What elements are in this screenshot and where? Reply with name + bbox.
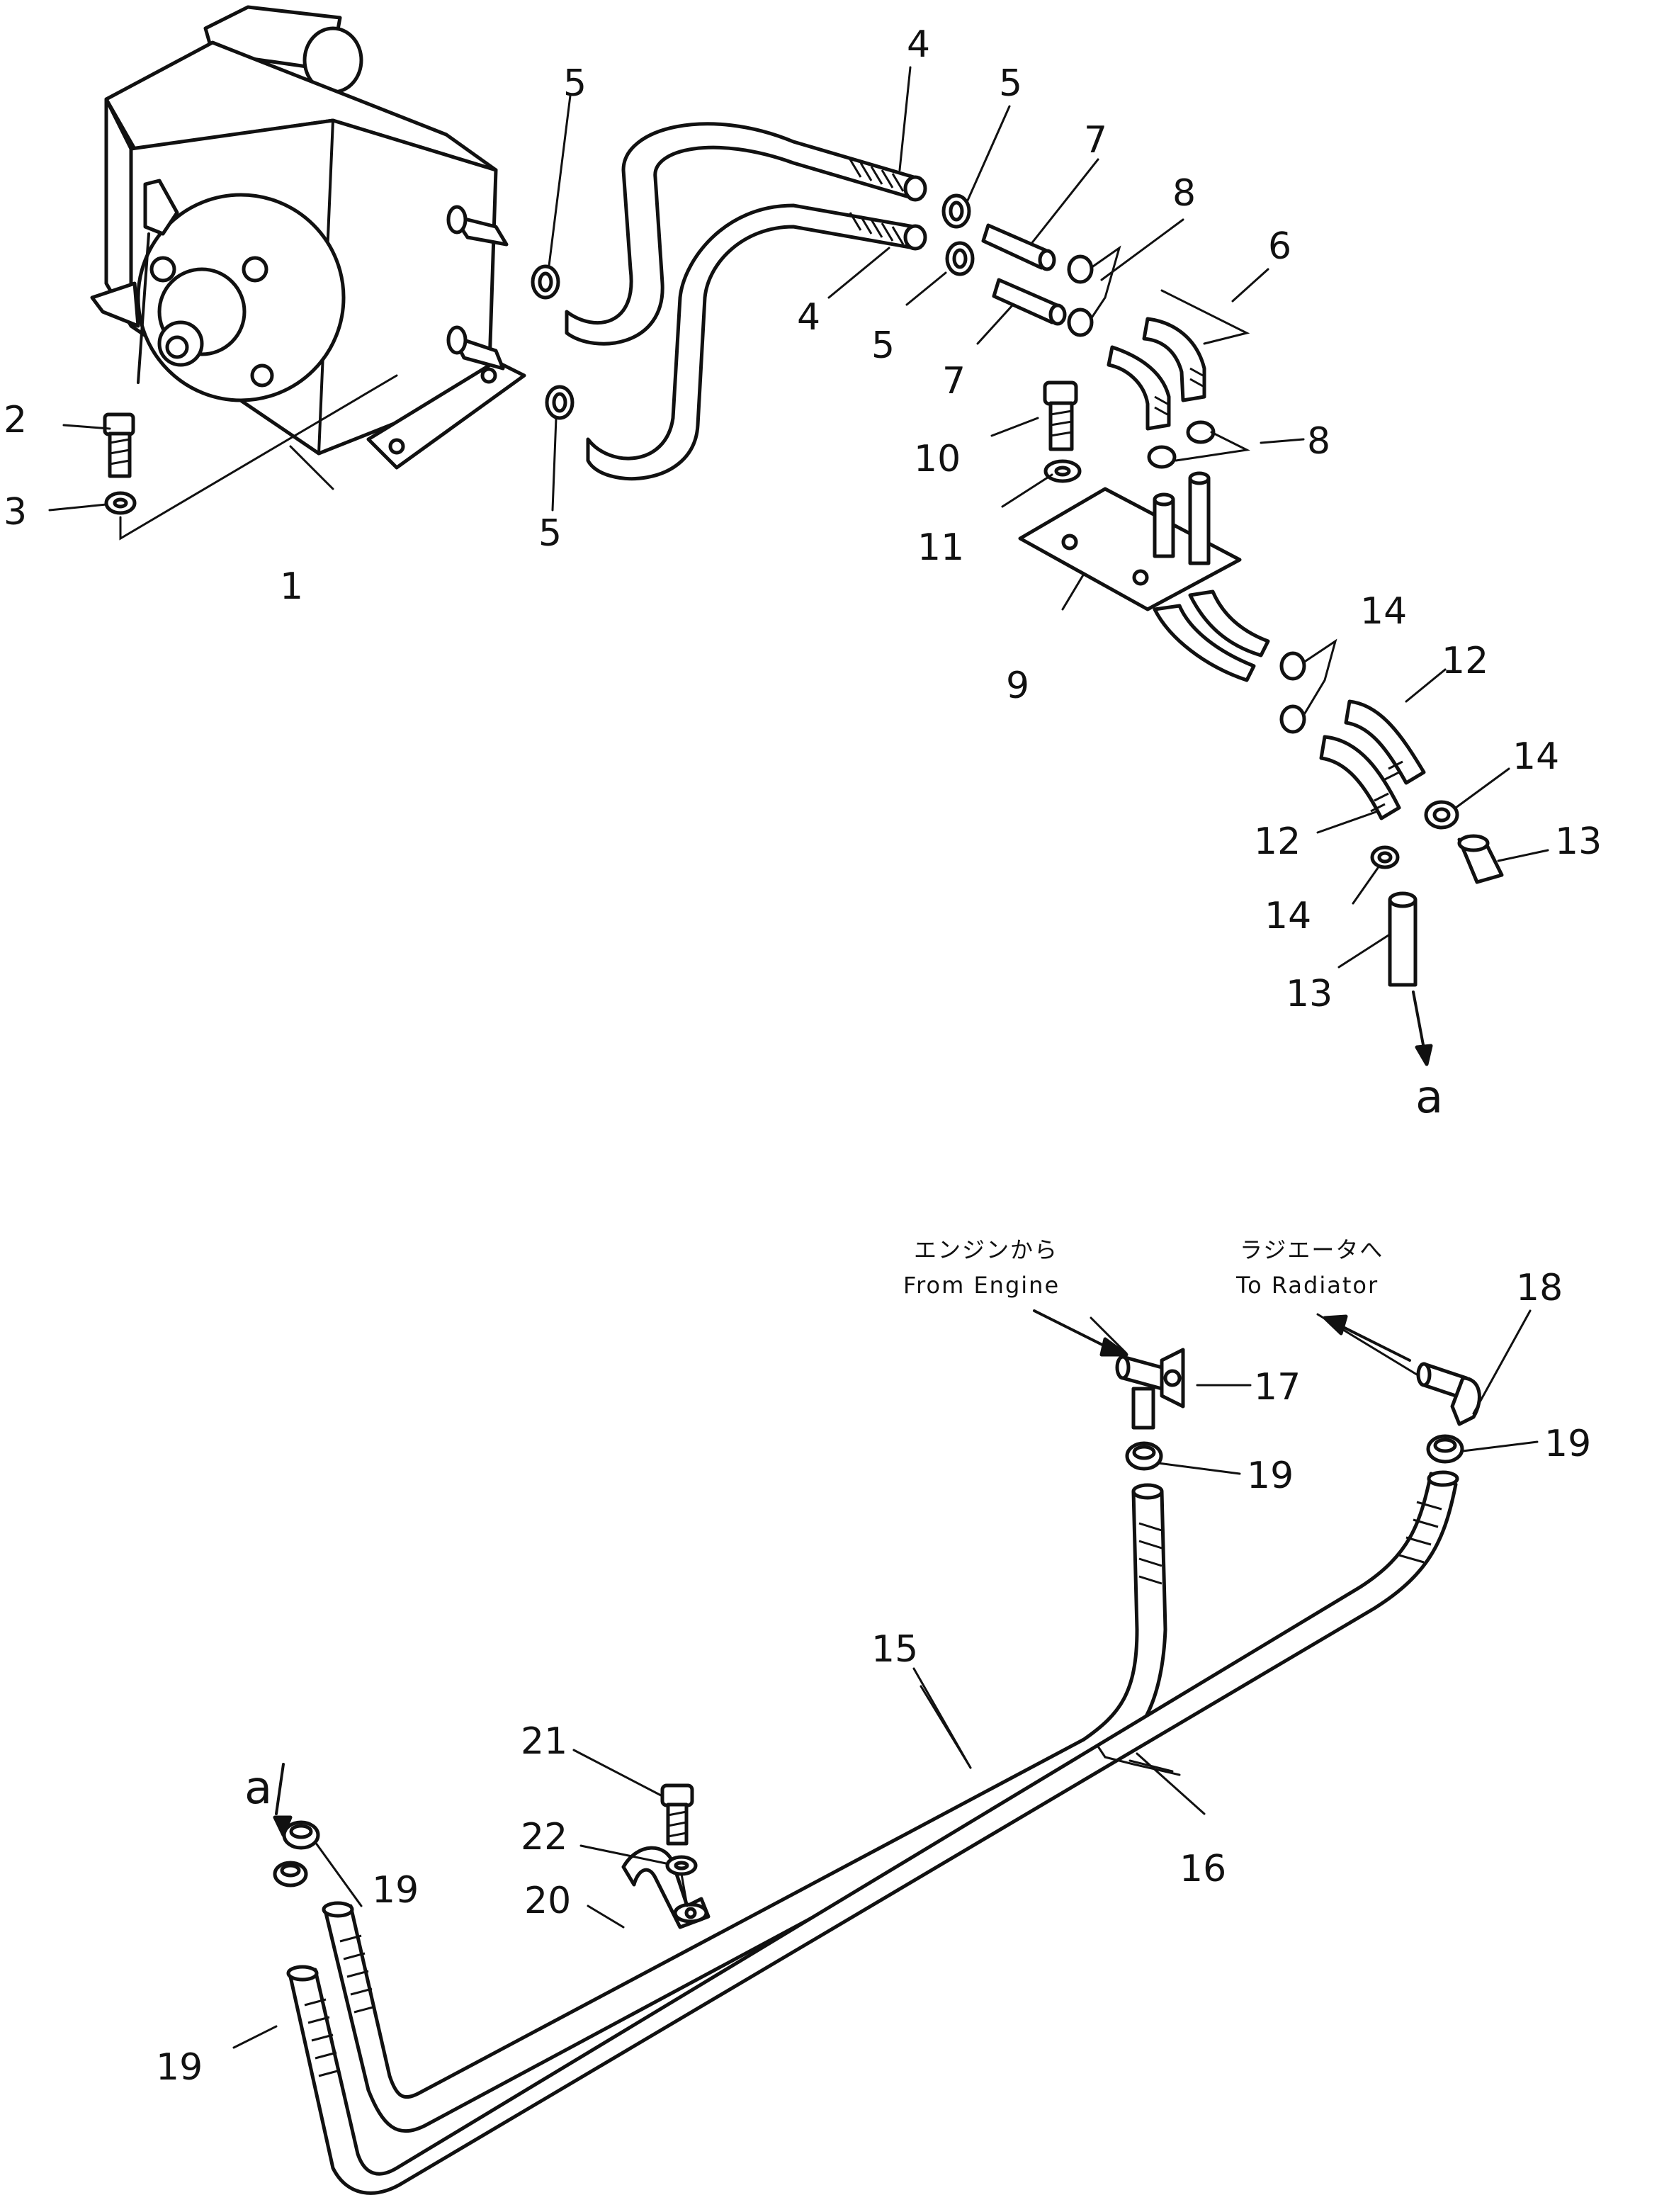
callout-14-upper: 14 (1360, 590, 1407, 633)
callout-17: 17 (1254, 1366, 1301, 1409)
callout-5-right-bottom: 5 (871, 325, 895, 367)
note-to-radiator-en: To Radiator (1235, 1272, 1379, 1299)
leader-lines (48, 66, 1549, 2049)
callout-19-left-upper: 19 (372, 1869, 419, 1912)
clamp-5-c (941, 193, 971, 229)
clamp-8-upper (1067, 245, 1121, 337)
note-to-radiator-jp: ラジエータへ (1240, 1236, 1384, 1263)
washer-11 (1043, 459, 1082, 483)
callout-12-upper: 12 (1442, 640, 1488, 682)
callout-6: 6 (1268, 225, 1291, 268)
callout-5-left-top: 5 (563, 62, 587, 105)
callout-8-upper: 8 (1172, 172, 1196, 215)
clamp-19-left-upper (282, 1820, 320, 1850)
bolt-10 (1043, 380, 1078, 451)
pipe-7-lower (992, 278, 1067, 326)
callout-9: 9 (1006, 665, 1029, 707)
callout-10: 10 (914, 438, 961, 480)
clamp-14-right (1424, 800, 1459, 830)
callout-8-lower: 8 (1307, 420, 1330, 463)
callout-7-lower: 7 (942, 360, 966, 402)
pipe-7-upper (981, 223, 1056, 271)
clamp-5-a (531, 264, 560, 300)
clamp-19-engine (1125, 1441, 1163, 1471)
washer-3 (104, 491, 137, 515)
to-radiator-arrowhead (1323, 1314, 1348, 1336)
drain-cock-17 (1115, 1348, 1185, 1430)
clamp-8-lower (1147, 420, 1250, 469)
tube-plate-9 (1018, 471, 1270, 682)
callout-4-upper: 4 (907, 23, 930, 66)
elbow-18 (1416, 1362, 1481, 1426)
hose-4-lower (586, 203, 927, 481)
callout-15: 15 (871, 1628, 918, 1671)
clamp-19-left-lower (273, 1861, 308, 1887)
from-engine-arrowhead (1099, 1337, 1128, 1357)
hose-16 (286, 1470, 1459, 2195)
washer-22 (665, 1855, 698, 1876)
pipe-13-long (1388, 891, 1418, 987)
arrowhead-a-top (1415, 1044, 1433, 1066)
callout-labels: 1 2 3 4 4 5 5 5 5 6 7 7 8 8 9 10 11 12 1… (4, 23, 1602, 2089)
callout-13-right: 13 (1555, 820, 1602, 863)
heater-unit (90, 5, 526, 470)
callout-14-lower: 14 (1265, 895, 1311, 937)
callout-20: 20 (524, 1880, 571, 1922)
callout-13-bottom: 13 (1286, 973, 1333, 1015)
callout-5-left-bottom: 5 (538, 512, 562, 555)
callout-7-upper: 7 (1084, 119, 1107, 162)
callout-4-lower: 4 (797, 296, 820, 339)
arrow-to-a-bottom (275, 1763, 285, 1815)
callout-2: 2 (4, 399, 27, 441)
clamp-5-b (545, 385, 575, 420)
callout-3: 3 (4, 491, 27, 534)
note-from-engine-jp: エンジンから (914, 1236, 1058, 1263)
note-from-engine-en: From Engine (903, 1272, 1060, 1299)
callout-22: 22 (521, 1816, 567, 1858)
callout-14-right: 14 (1512, 735, 1559, 778)
callout-1: 1 (280, 565, 303, 608)
clip-20 (621, 1846, 711, 1929)
callout-16: 16 (1179, 1848, 1226, 1890)
callout-12-lower: 12 (1254, 820, 1301, 863)
callout-11: 11 (917, 526, 964, 569)
clamp-5-d (945, 241, 975, 276)
bolt-2 (103, 412, 135, 478)
callout-21: 21 (521, 1720, 567, 1763)
callout-18: 18 (1516, 1267, 1563, 1309)
pipe-13-short (1457, 834, 1504, 884)
clamp-19-radiator (1426, 1434, 1464, 1464)
callout-19-radiator: 19 (1544, 1423, 1591, 1465)
hoses-12 (1319, 699, 1426, 820)
callout-19-engine: 19 (1247, 1455, 1294, 1497)
callout-19-left-lower: 19 (156, 2046, 203, 2089)
bolt-21 (660, 1783, 694, 1846)
hoses-6 (1107, 289, 1250, 431)
bolt-21-axis (680, 1873, 689, 1907)
hose-4-upper (565, 122, 927, 346)
arrow-to-a-top (1412, 991, 1425, 1050)
clamps-14-upper (1279, 638, 1337, 734)
arrowhead-a-bottom (273, 1815, 293, 1837)
from-engine-arrow (1033, 1309, 1114, 1351)
clamp-14-left (1370, 845, 1400, 869)
connection-mark-a-bottom: a (244, 1762, 272, 1815)
callout-5-right-top: 5 (999, 62, 1022, 105)
to-radiator-arrow (1337, 1324, 1411, 1362)
connection-mark-a-top: a (1415, 1071, 1443, 1124)
